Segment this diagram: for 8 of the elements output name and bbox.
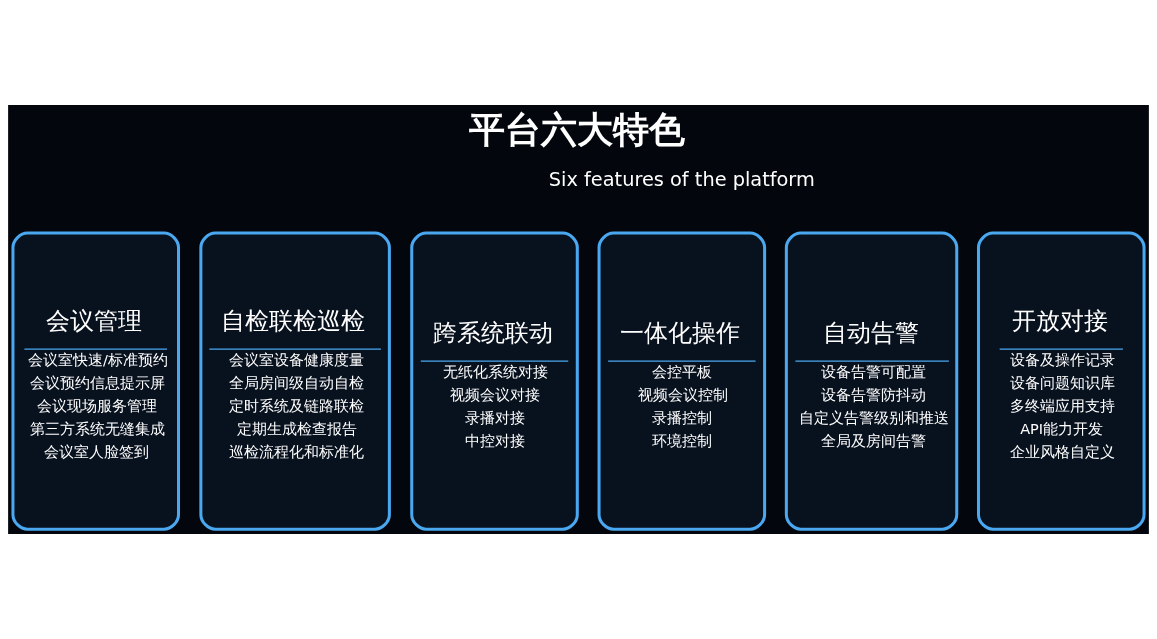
node-box: 一体化操作 会控平板 视频会议控制 录播控制 环境控制: [597, 231, 767, 531]
node-box: 开放对接 设备及操作记录 设备问题知识库 多终端应用支持 API能力开发 企业风格自定义: [977, 231, 1146, 531]
node-box: 会议管理 会议室快速/标准预约 会议预约信息提示屏 会议现场服务管理 第三方系统无缝集成 会议室人脸签到: [11, 231, 180, 531]
label: Six features of the platform: [548, 167, 815, 191]
node-box: 自动告警 设备告警可配置 设备告警防抖动 自定义告警级别和推送 全局及房间告警: [784, 231, 959, 531]
node-box: 跨系统联动 无纸化系统对接 视频会议对接 录播对接 中控对接: [410, 231, 579, 531]
node-box: 自检联检巡检 会议室设备健康度量 全局房间级自动自检 定时系统及链路联检 定期生成检查报告 巡检流程化和标准化: [199, 231, 391, 531]
diagram-title: 平台六大特色: [469, 108, 686, 152]
